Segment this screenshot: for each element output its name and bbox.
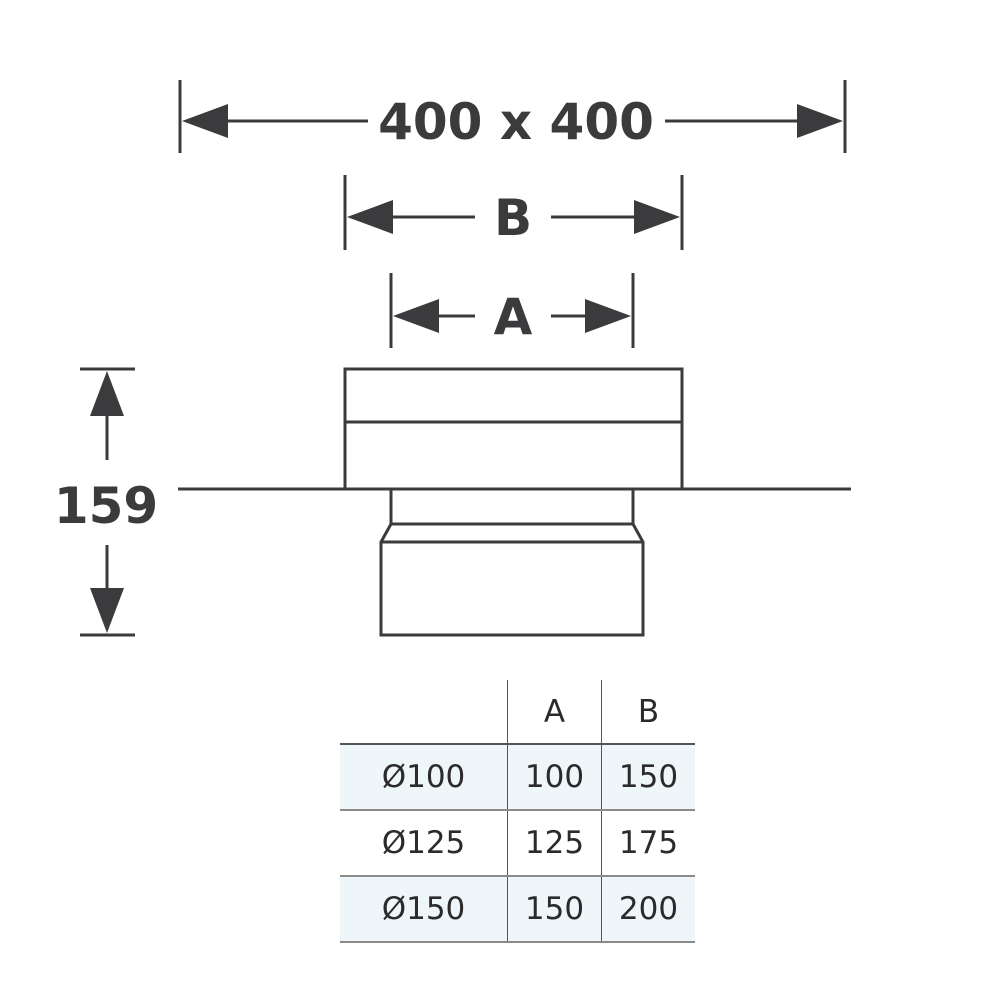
height-label: 159 [54, 477, 158, 535]
header-a: A [507, 680, 602, 745]
row-diameter: Ø100 [340, 744, 508, 811]
height-dimension: 159 [54, 367, 158, 637]
row-a-value: 125 [507, 810, 602, 877]
dimensions-table: A B Ø100 100 150 Ø125 125 175 Ø150 150 2… [340, 680, 695, 943]
table-row: Ø100 100 150 [340, 744, 695, 811]
row-a-value: 150 [507, 876, 602, 943]
b-right-arrow [634, 200, 680, 234]
upper-cap [343, 367, 684, 491]
row-b-value: 150 [601, 744, 695, 811]
overall-width-dimension: 400 x 400 [178, 80, 847, 153]
lower-spigot [379, 487, 645, 637]
row-a-value: 100 [507, 744, 602, 811]
height-bottom-arrow [90, 588, 124, 633]
spigot-body [379, 523, 645, 637]
spigot-neck [389, 487, 635, 526]
overall-width-label: 400 x 400 [378, 93, 654, 151]
b-label: B [494, 189, 532, 247]
a-label: A [494, 288, 533, 346]
table-row: Ø125 125 175 [340, 810, 695, 877]
cap-body [343, 367, 684, 491]
a-dimension: A [389, 273, 635, 348]
b-left-arrow [347, 200, 393, 234]
row-diameter: Ø150 [340, 876, 508, 943]
table-header-row: A B [340, 680, 695, 745]
height-top-arrow [90, 371, 124, 416]
overall-width-left-arrow [182, 104, 228, 138]
a-right-arrow [585, 299, 631, 333]
row-b-value: 175 [601, 810, 695, 877]
overall-width-right-arrow [797, 104, 843, 138]
row-diameter: Ø125 [340, 810, 508, 877]
b-dimension: B [343, 175, 684, 250]
table-row: Ø150 150 200 [340, 876, 695, 943]
row-b-value: 200 [601, 876, 695, 943]
header-empty-cell [340, 680, 508, 745]
a-left-arrow [393, 299, 439, 333]
header-b: B [601, 680, 695, 745]
